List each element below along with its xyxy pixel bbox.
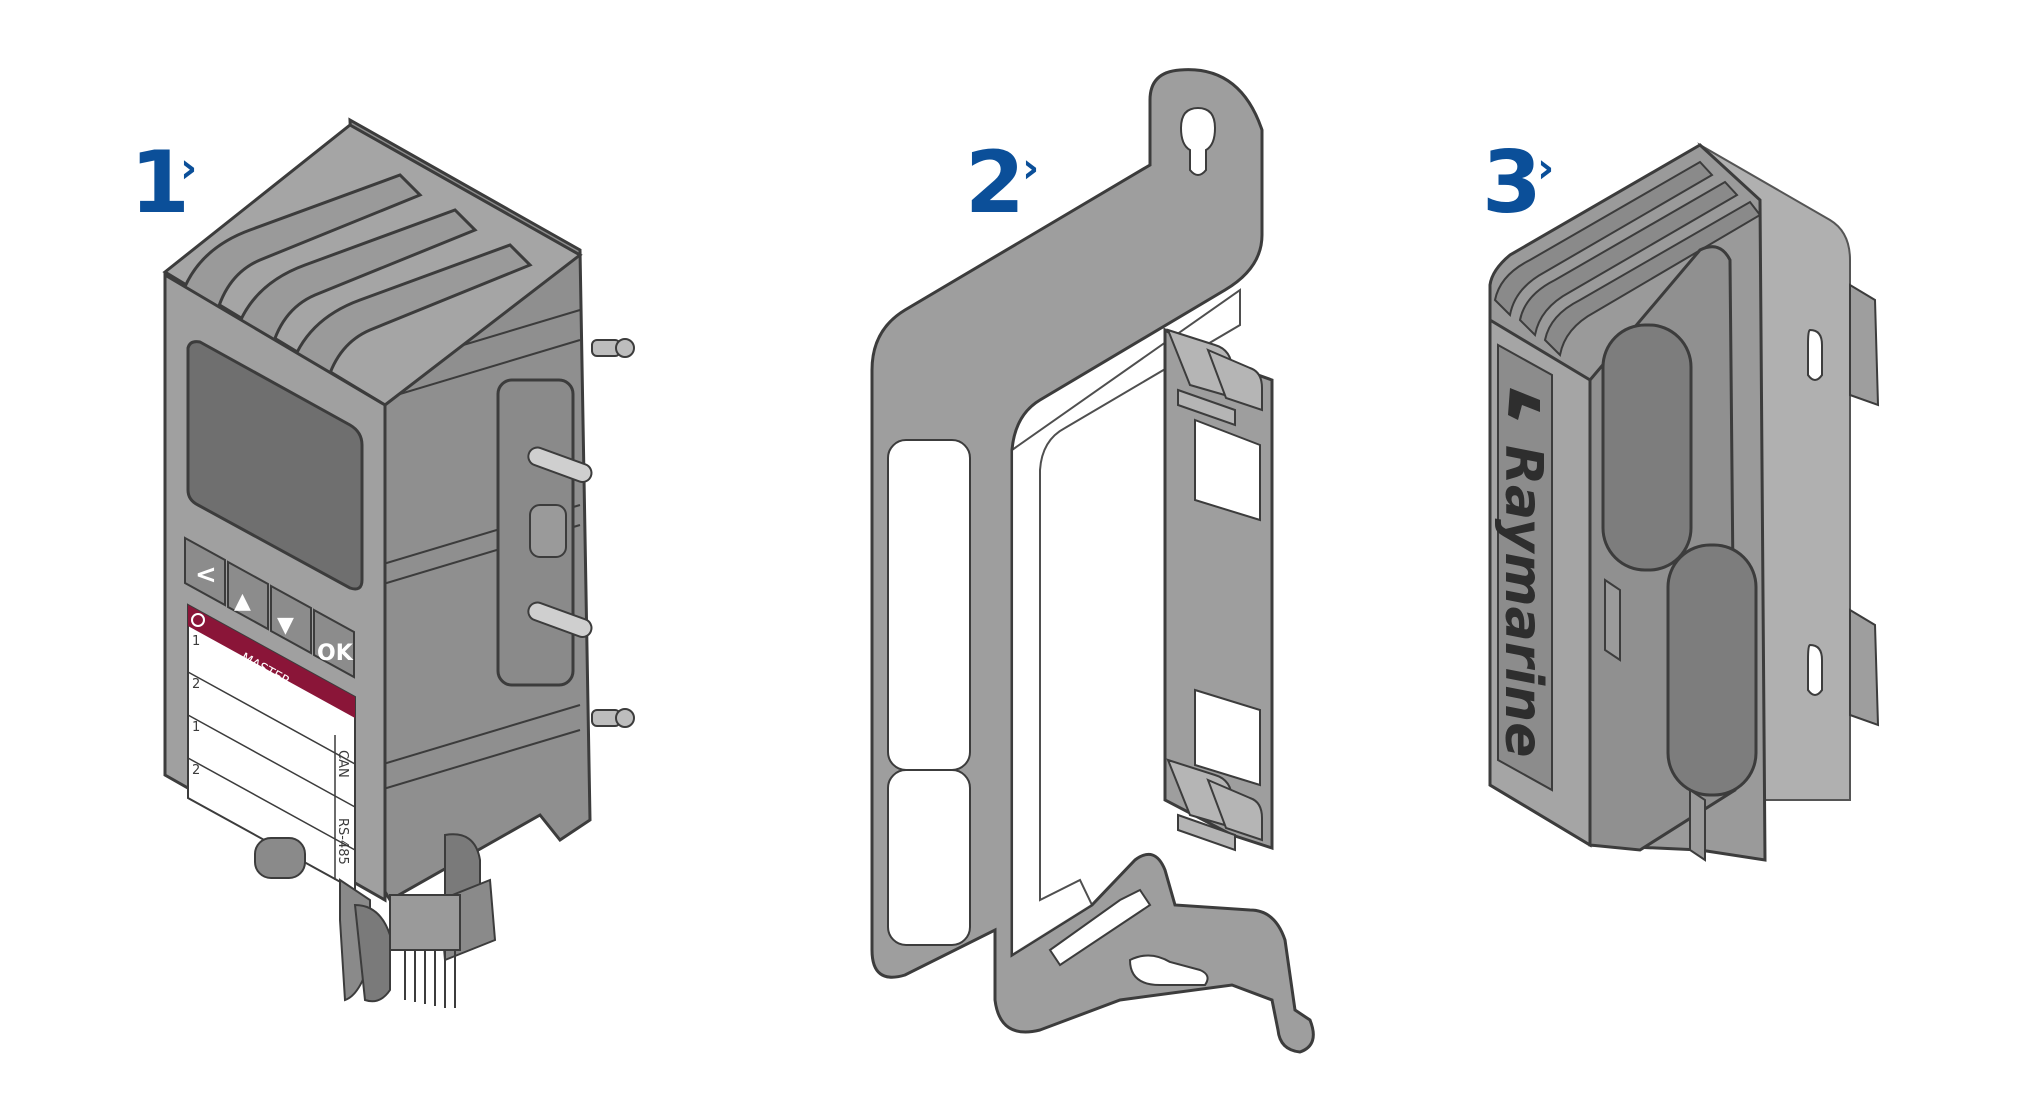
row-number-2: 2: [192, 677, 200, 692]
mounting-clip: [1163, 327, 1274, 852]
step-3-number: 3: [1482, 133, 1542, 233]
step-3-group: 3 › Raymarine: [1482, 133, 1880, 862]
step-1-arrow-icon: ›: [180, 143, 197, 192]
bracket-inner-opening: [1011, 288, 1241, 957]
assembled-bracket-ears: [1807, 283, 1880, 727]
down-button-label: ▼: [277, 613, 294, 638]
bracket-foot-opening: [1048, 888, 1152, 967]
device-label-card: MASTER 1 2 1 2 CAN RS-485: [187, 603, 356, 892]
brand-plate: [1497, 343, 1553, 792]
ok-button[interactable]: OK: [313, 608, 355, 679]
brand-logo: Raymarine: [1493, 445, 1553, 757]
brand-mark-icon: [1508, 388, 1540, 420]
device-connectors: [254, 833, 497, 1008]
device-side-studs: [527, 446, 593, 638]
row-number-1: 1: [192, 634, 200, 649]
step-1-number: 1: [130, 133, 190, 233]
can-label: CAN: [335, 750, 350, 778]
bracket-keyhole-icon: [1179, 106, 1217, 176]
assembled-upper-pocket: [1601, 323, 1693, 572]
assembled-bracket: [1697, 142, 1851, 801]
bracket-foot-slot: [1128, 954, 1209, 986]
assembled-lower-pocket: [1666, 543, 1758, 797]
rs485-label: RS-485: [335, 818, 350, 865]
step-2-arrow-icon: ›: [1022, 143, 1039, 192]
step-2-number: 2: [965, 133, 1025, 233]
assembled-bottom-tab: [1689, 788, 1706, 862]
device-screen: [186, 340, 364, 591]
row-number-4: 2: [192, 763, 200, 778]
label-rows: [187, 671, 356, 880]
step-1-group: 1 ›: [130, 117, 635, 1008]
step-3-arrow-icon: ›: [1537, 143, 1554, 192]
step-2-group: 2 ›: [870, 68, 1315, 1054]
device-button-row: < ▲ ▼ OK: [184, 536, 355, 679]
label-ring-icon: [191, 613, 205, 627]
assembled-top-ridges: [1493, 160, 1762, 358]
up-button[interactable]: ▲: [227, 560, 269, 631]
master-band: [188, 605, 355, 718]
mounting-bracket: [870, 68, 1315, 1054]
bracket-cutout-lower: [887, 769, 971, 946]
back-button[interactable]: <: [184, 536, 226, 607]
ok-button-label: OK: [317, 641, 354, 666]
bracket-cutout-upper: [887, 439, 971, 771]
assembled-latch: [1604, 578, 1621, 662]
back-button-label: <: [195, 560, 217, 590]
up-button-label: ▲: [234, 589, 251, 614]
down-button[interactable]: ▼: [270, 584, 312, 655]
device-top-ridges: [178, 173, 533, 393]
row-number-3: 1: [192, 720, 200, 735]
